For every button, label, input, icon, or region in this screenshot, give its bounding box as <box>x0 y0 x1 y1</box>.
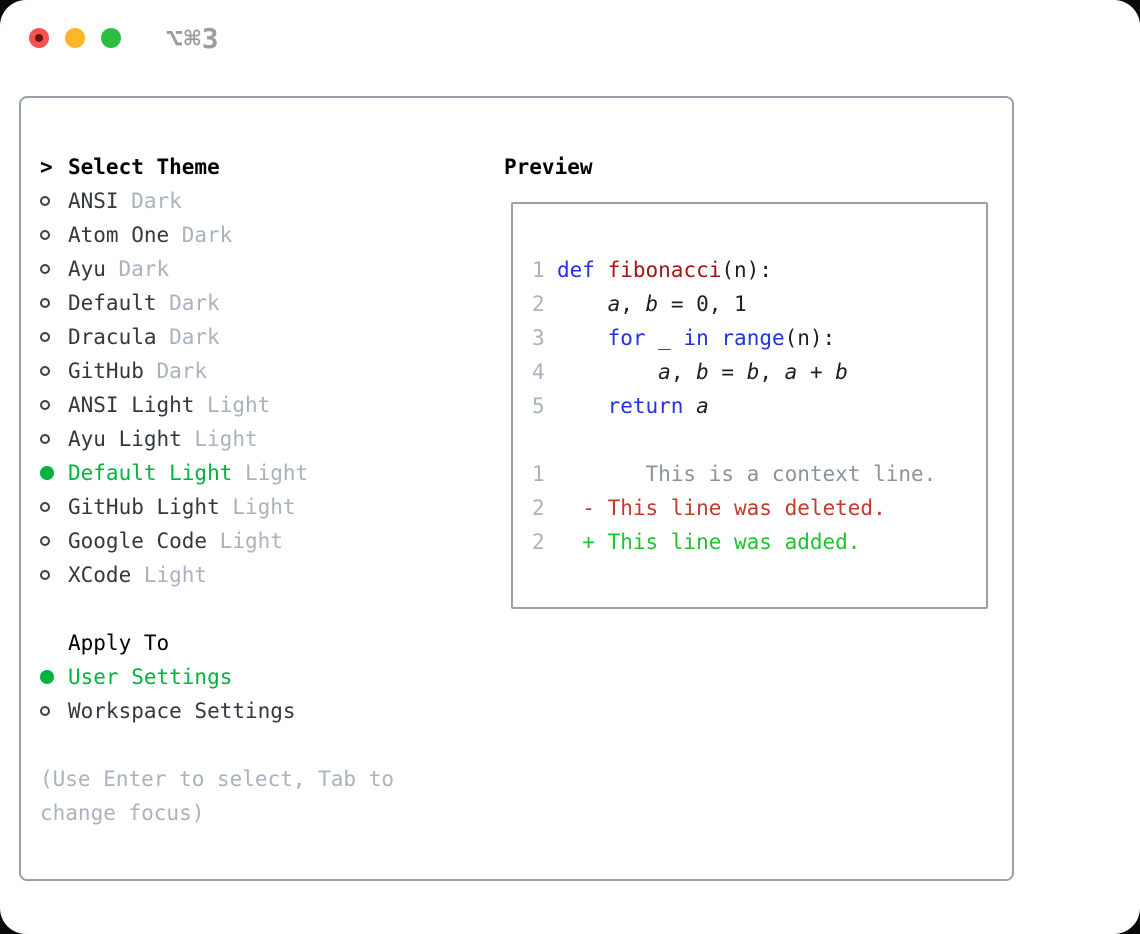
radio-unselected-icon <box>40 706 50 716</box>
theme-option-label: Dracula <box>68 325 157 349</box>
preview-line-9: 2 + This line was added. <box>532 525 986 559</box>
radio-unselected-icon <box>40 400 50 410</box>
selection-cursor: > <box>40 155 53 179</box>
line-number: 1 <box>532 462 545 486</box>
theme-variant-tag: Dark <box>131 189 182 213</box>
radio-unselected-icon <box>40 264 50 274</box>
theme-option-google-code[interactable]: Google Code Light <box>40 524 394 558</box>
line-number: 3 <box>532 326 545 350</box>
theme-variant-tag: Light <box>219 529 283 553</box>
line-number: 4 <box>532 360 545 384</box>
preview-line-8: 2 - This line was deleted. <box>532 491 986 525</box>
theme-variant-tag: Light <box>194 427 258 451</box>
theme-option-label: Google Code <box>68 529 208 553</box>
radio-unselected-icon <box>40 366 50 376</box>
theme-option-label: Ayu <box>68 257 106 281</box>
theme-option-default-light[interactable]: Default Light Light <box>40 456 394 490</box>
theme-section-header: > Select Theme <box>40 150 394 184</box>
apply-option-workspace-settings[interactable]: Workspace Settings <box>40 694 394 728</box>
theme-option-label: XCode <box>68 563 132 587</box>
theme-option-label: Atom One <box>68 223 170 247</box>
theme-variant-tag: Light <box>244 461 309 485</box>
theme-option-label: GitHub Light <box>68 495 220 519</box>
theme-option-label: Default <box>68 291 157 315</box>
theme-option-label: Default Light <box>68 461 233 485</box>
theme-option-label: Ayu Light <box>68 427 182 451</box>
theme-variant-tag: Dark <box>118 257 170 281</box>
theme-option-ayu[interactable]: Ayu Dark <box>40 252 394 286</box>
theme-option-ansi[interactable]: ANSI Dark <box>40 184 394 218</box>
line-number: 5 <box>532 394 545 418</box>
radio-unselected-icon <box>40 570 50 580</box>
theme-option-xcode[interactable]: XCode Light <box>40 558 394 592</box>
radio-unselected-icon <box>40 332 50 342</box>
theme-option-label: ANSI Light <box>68 393 195 417</box>
preview-line-7: 1 This is a context line. <box>532 457 986 491</box>
theme-option-atom-one[interactable]: Atom One Dark <box>40 218 394 252</box>
apply-option-label: Workspace Settings <box>68 699 296 723</box>
preview-title: Preview <box>504 155 593 179</box>
theme-variant-tag: Dark <box>169 325 220 349</box>
line-number: 2 <box>532 530 545 554</box>
apply-option-label: User Settings <box>68 665 233 689</box>
theme-variant-tag: Light <box>143 563 208 587</box>
preview-line-3: 3 for _ in range(n): <box>532 321 986 355</box>
apply-option-user-settings[interactable]: User Settings <box>40 660 394 694</box>
spacer <box>40 728 394 762</box>
radio-selected-icon <box>40 670 54 684</box>
preview-line-4: 4 a, b = b, a + b <box>532 355 986 389</box>
theme-variant-tag: Light <box>207 393 271 417</box>
minimize-button[interactable] <box>65 28 85 48</box>
line-number: 2 <box>532 496 545 520</box>
hint-text-line-2: change focus) <box>40 801 205 825</box>
apply-section-title: Apply To <box>68 631 170 655</box>
zoom-button[interactable] <box>101 28 121 48</box>
theme-option-github[interactable]: GitHub Dark <box>40 354 394 388</box>
theme-option-github-light[interactable]: GitHub Light Light <box>40 490 394 524</box>
theme-option-ansi-light[interactable]: ANSI Light Light <box>40 388 394 422</box>
theme-section-title: Select Theme <box>68 155 220 179</box>
radio-unselected-icon <box>40 502 50 512</box>
line-number: 1 <box>532 258 545 282</box>
radio-unselected-icon <box>40 298 50 308</box>
radio-unselected-icon <box>40 230 50 240</box>
theme-option-default[interactable]: Default Dark <box>40 286 394 320</box>
close-button[interactable] <box>29 28 49 48</box>
theme-variant-tag: Dark <box>156 359 208 383</box>
theme-variant-tag: Dark <box>169 291 220 315</box>
preview-line-5: 5 return a <box>532 389 986 423</box>
theme-variant-tag: Dark <box>181 223 233 247</box>
preview-line-2: 2 a, b = 0, 1 <box>532 287 986 321</box>
line-number: 2 <box>532 292 545 316</box>
spacer <box>40 592 394 626</box>
hint-text-line-1: (Use Enter to select, Tab to <box>40 767 395 791</box>
close-button-dot <box>35 34 43 42</box>
preview-line-6 <box>532 423 986 457</box>
titlebar: ⌥⌘3 <box>0 0 1140 76</box>
apply-section-header: Apply To <box>40 626 394 660</box>
radio-unselected-icon <box>40 434 50 444</box>
theme-option-label: GitHub <box>68 359 144 383</box>
theme-variant-tag: Light <box>232 495 296 519</box>
theme-option-dracula[interactable]: Dracula Dark <box>40 320 394 354</box>
theme-option-label: ANSI <box>68 189 119 213</box>
window-title: ⌥⌘3 <box>166 22 220 55</box>
radio-unselected-icon <box>40 196 50 206</box>
radio-selected-icon <box>40 466 54 480</box>
radio-unselected-icon <box>40 536 50 546</box>
theme-option-ayu-light[interactable]: Ayu Light Light <box>40 422 394 456</box>
